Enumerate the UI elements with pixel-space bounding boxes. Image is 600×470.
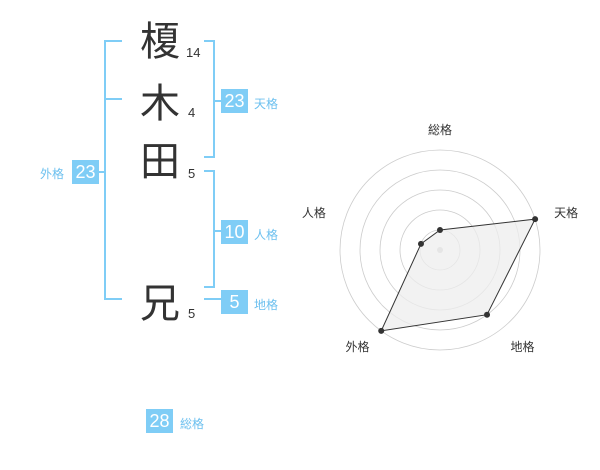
gaikaku-value: 23 [72, 160, 99, 184]
gaikaku-bracket-mid [104, 98, 122, 100]
name-char-3: 田 [140, 139, 180, 185]
name-char-4: 兄 [140, 281, 180, 327]
tenkaku-bracket-bottom [204, 156, 215, 158]
jinkaku-connector [213, 230, 221, 232]
stroke-count-2: 4 [188, 105, 196, 120]
radar-ring [339, 149, 541, 351]
jinkaku-bracket-top [204, 170, 215, 172]
radar-point-4 [378, 327, 385, 334]
radar-point-2 [532, 216, 539, 223]
radar-points [378, 216, 539, 334]
jinkaku-bracket-bottom [204, 286, 215, 288]
radar-polygon [380, 218, 536, 332]
jinkaku-value: 10 [221, 220, 248, 244]
radar-axis-label-5: 人格 [302, 205, 326, 220]
tenkaku-value: 23 [221, 89, 248, 113]
radar-axis-label-1: 総格 [428, 122, 452, 137]
gaikaku-bracket-bottom [104, 298, 122, 300]
tenkaku-bracket [213, 40, 215, 158]
tenkaku-bracket-top [204, 40, 215, 42]
gaikaku-bracket [104, 40, 106, 300]
radar-point-1 [437, 227, 443, 233]
radar-point-3 [484, 311, 491, 318]
chikaku-value: 5 [221, 290, 248, 314]
name-char-2: 木 [140, 81, 180, 127]
jinkaku-bracket [213, 170, 215, 288]
radar-axis-label-4: 外格 [345, 339, 369, 354]
name-char-1: 榎 [140, 19, 180, 65]
stroke-count-1: 14 [186, 45, 201, 60]
chikaku-connector [204, 298, 221, 300]
radar-axis-label-3: 地格 [511, 339, 535, 354]
chikaku-label: 地格 [254, 298, 279, 312]
stroke-count-4: 5 [188, 306, 196, 321]
stroke-count-3: 5 [188, 166, 196, 181]
gaikaku-label: 外格 [40, 167, 65, 181]
soukaku-value: 28 [146, 409, 173, 433]
jinkaku-label: 人格 [254, 228, 279, 242]
gaikaku-connector [98, 171, 106, 173]
tenkaku-connector [213, 100, 221, 102]
radar-axis-label-2: 天格 [554, 205, 578, 220]
soukaku-label: 総格 [180, 417, 205, 431]
tenkaku-label: 天格 [254, 97, 279, 111]
radar-point-5 [417, 240, 424, 247]
gaikaku-bracket-top [104, 40, 122, 42]
